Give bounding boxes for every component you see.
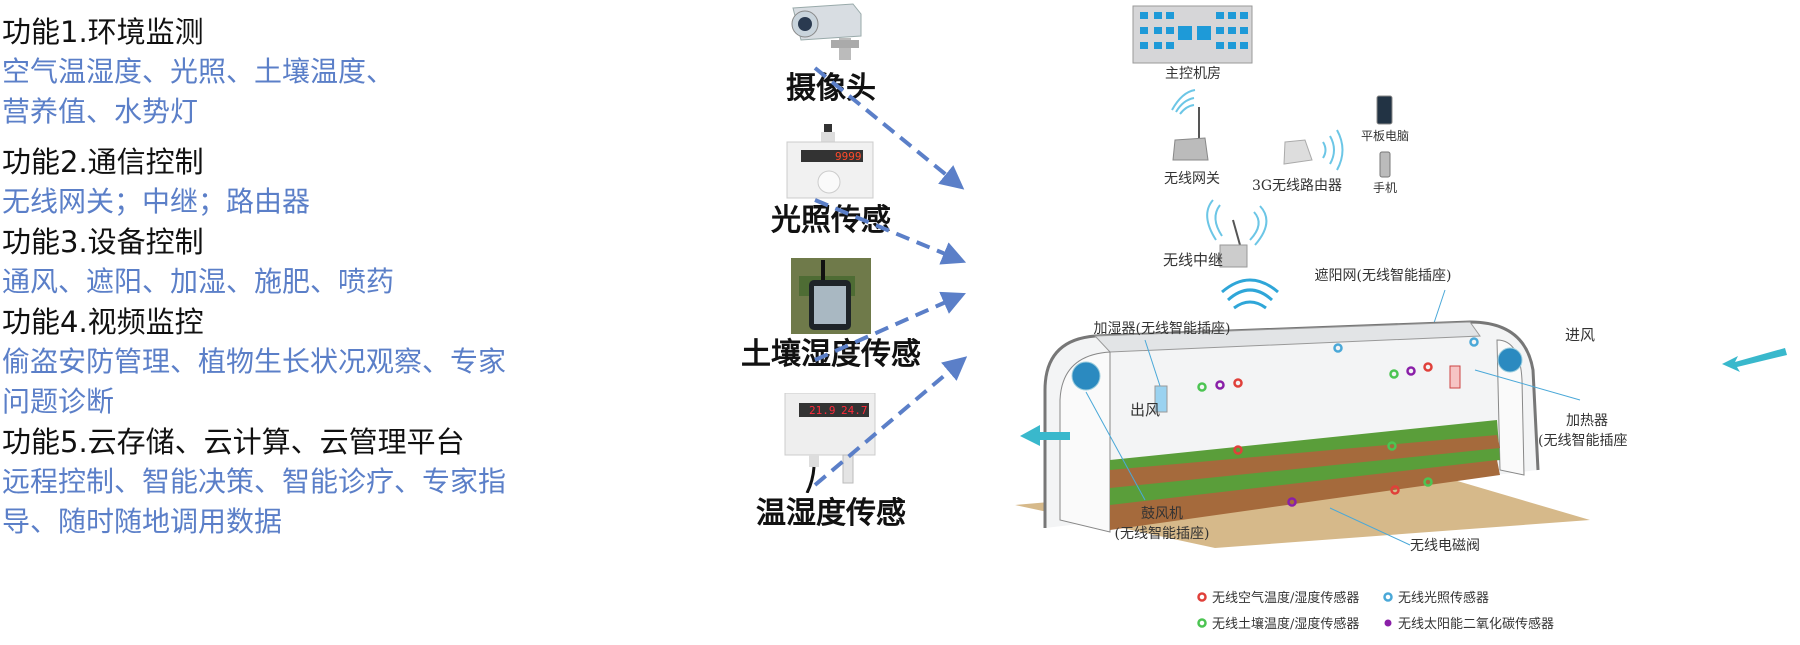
- function-desc: 通风、遮阳、加湿、施肥、喷药: [2, 265, 395, 298]
- device-label: 摄像头: [786, 71, 876, 106]
- router-3g-icon: [1283, 139, 1313, 165]
- legend-dot-green: [1197, 618, 1207, 628]
- legend-label: 无线光照传感器: [1398, 590, 1489, 606]
- gateway-label: 无线网关: [1164, 171, 1220, 187]
- function-title: 功能3.设备控制: [2, 225, 204, 259]
- function-4: 功能4.视频监控 偷盗安防管理、植物生长状况观察、专家 问题诊断: [2, 302, 562, 422]
- heater-label: 加热器: [1566, 413, 1608, 429]
- tablet-label: 平板电脑: [1361, 129, 1409, 143]
- control-room-icon: [1132, 5, 1253, 64]
- legend: 无线空气温度/湿度传感器 无线光照传感器 无线土壤温度/湿度传感器 无线太阳能二…: [1197, 590, 1554, 632]
- device-label: 光照传感: [771, 203, 891, 238]
- tablet-icon: [1376, 95, 1393, 125]
- arrow-light-sensor: [814, 198, 967, 265]
- sensor-dots: [1197, 337, 1479, 507]
- device-soil-sensor: 土壤湿度传感: [731, 258, 931, 372]
- arrow-soil-sensor: [814, 291, 966, 362]
- function-title: 功能1.环境监测: [2, 15, 204, 49]
- gateway-icon: [1172, 107, 1209, 161]
- function-2: 功能2.通信控制 无线网关；中继；路由器: [2, 142, 562, 222]
- air-out-label: 出风: [1130, 401, 1160, 419]
- light-sensor-display: 9999: [835, 150, 862, 163]
- air-in-arrow-icon: [1722, 348, 1787, 372]
- camera-icon: [791, 3, 862, 60]
- function-desc: 远程控制、智能决策、智能诊疗、专家指: [2, 465, 507, 498]
- arrow-temp-humidity-sensor: [813, 356, 968, 487]
- temperature-display: 21.9: [809, 404, 836, 417]
- blower-label: 鼓风机: [1141, 506, 1183, 522]
- function-5: 功能5.云存储、云计算、云管理平台 远程控制、智能决策、智能诊疗、专家指 导、随…: [2, 422, 562, 542]
- function-title: 功能4.视频监控: [2, 305, 204, 339]
- shade-net-label: 遮阳网(无线智能插座): [1315, 268, 1452, 284]
- humidifier-label: 加湿器(无线智能插座): [1094, 321, 1231, 337]
- device-label: 土壤湿度传感: [741, 337, 921, 372]
- function-desc: 偷盗安防管理、植物生长状况观察、专家: [2, 345, 507, 378]
- legend-label: 无线空气温度/湿度传感器: [1212, 590, 1359, 606]
- relay-label: 无线中继: [1163, 251, 1223, 269]
- light-sensor-icon: 9999: [786, 124, 874, 199]
- device-camera: 摄像头: [731, 0, 931, 106]
- function-desc: 空气温湿度、光照、土壤温度、: [2, 55, 395, 88]
- legend-dot-red: [1197, 592, 1207, 602]
- function-desc: 问题诊断: [2, 385, 115, 418]
- device-label: 温湿度传感: [756, 496, 906, 531]
- function-title: 功能5.云存储、云计算、云管理平台: [2, 425, 465, 459]
- control-room-label: 主控机房: [1165, 66, 1221, 82]
- wifi-icon: [1171, 89, 1196, 115]
- wifi-icon: [1206, 199, 1268, 246]
- valve-label: 无线电磁阀: [1410, 538, 1480, 554]
- relay-icon: [1219, 219, 1248, 268]
- wifi-icon: [1322, 129, 1344, 171]
- air-in-label: 进风: [1565, 326, 1595, 344]
- soil-sensor-icon: [791, 258, 871, 334]
- temp-humidity-sensor-icon: 21.9 24.7: [784, 392, 876, 494]
- air-out-arrow-icon: [1020, 425, 1070, 446]
- function-list: 功能1.环境监测 空气温湿度、光照、土壤温度、 营养值、水势灯 功能2.通信控制…: [2, 12, 562, 542]
- heater-sub-label: (无线智能插座: [1538, 433, 1627, 449]
- phone-icon: [1379, 151, 1391, 178]
- humidity-display: 24.7: [841, 404, 868, 417]
- function-1: 功能1.环境监测 空气温湿度、光照、土壤温度、 营养值、水势灯: [2, 12, 562, 132]
- function-title: 功能2.通信控制: [2, 145, 204, 179]
- wifi-icon: [1221, 278, 1279, 310]
- device-light-sensor: 9999 光照传感: [731, 124, 931, 238]
- legend-dot-blue: [1383, 592, 1393, 602]
- device-temp-humidity-sensor: 21.9 24.7 温湿度传感: [731, 392, 931, 531]
- function-desc: 无线网关；中继；路由器: [2, 185, 311, 218]
- blower-sub-label: (无线智能插座): [1115, 526, 1210, 542]
- legend-dot-purple: [1384, 619, 1392, 627]
- greenhouse-floor: [1015, 470, 1590, 548]
- arrow-camera: [813, 66, 965, 190]
- function-desc: 营养值、水势灯: [2, 95, 199, 128]
- legend-label: 无线土壤温度/湿度传感器: [1212, 616, 1359, 632]
- phone-label: 手机: [1373, 181, 1397, 195]
- router-3g-label: 3G无线路由器: [1252, 178, 1342, 194]
- function-3: 功能3.设备控制 通风、遮阳、加湿、施肥、喷药: [2, 222, 562, 302]
- function-desc: 导、随时随地调用数据: [2, 505, 283, 538]
- legend-label: 无线太阳能二氧化碳传感器: [1398, 616, 1554, 632]
